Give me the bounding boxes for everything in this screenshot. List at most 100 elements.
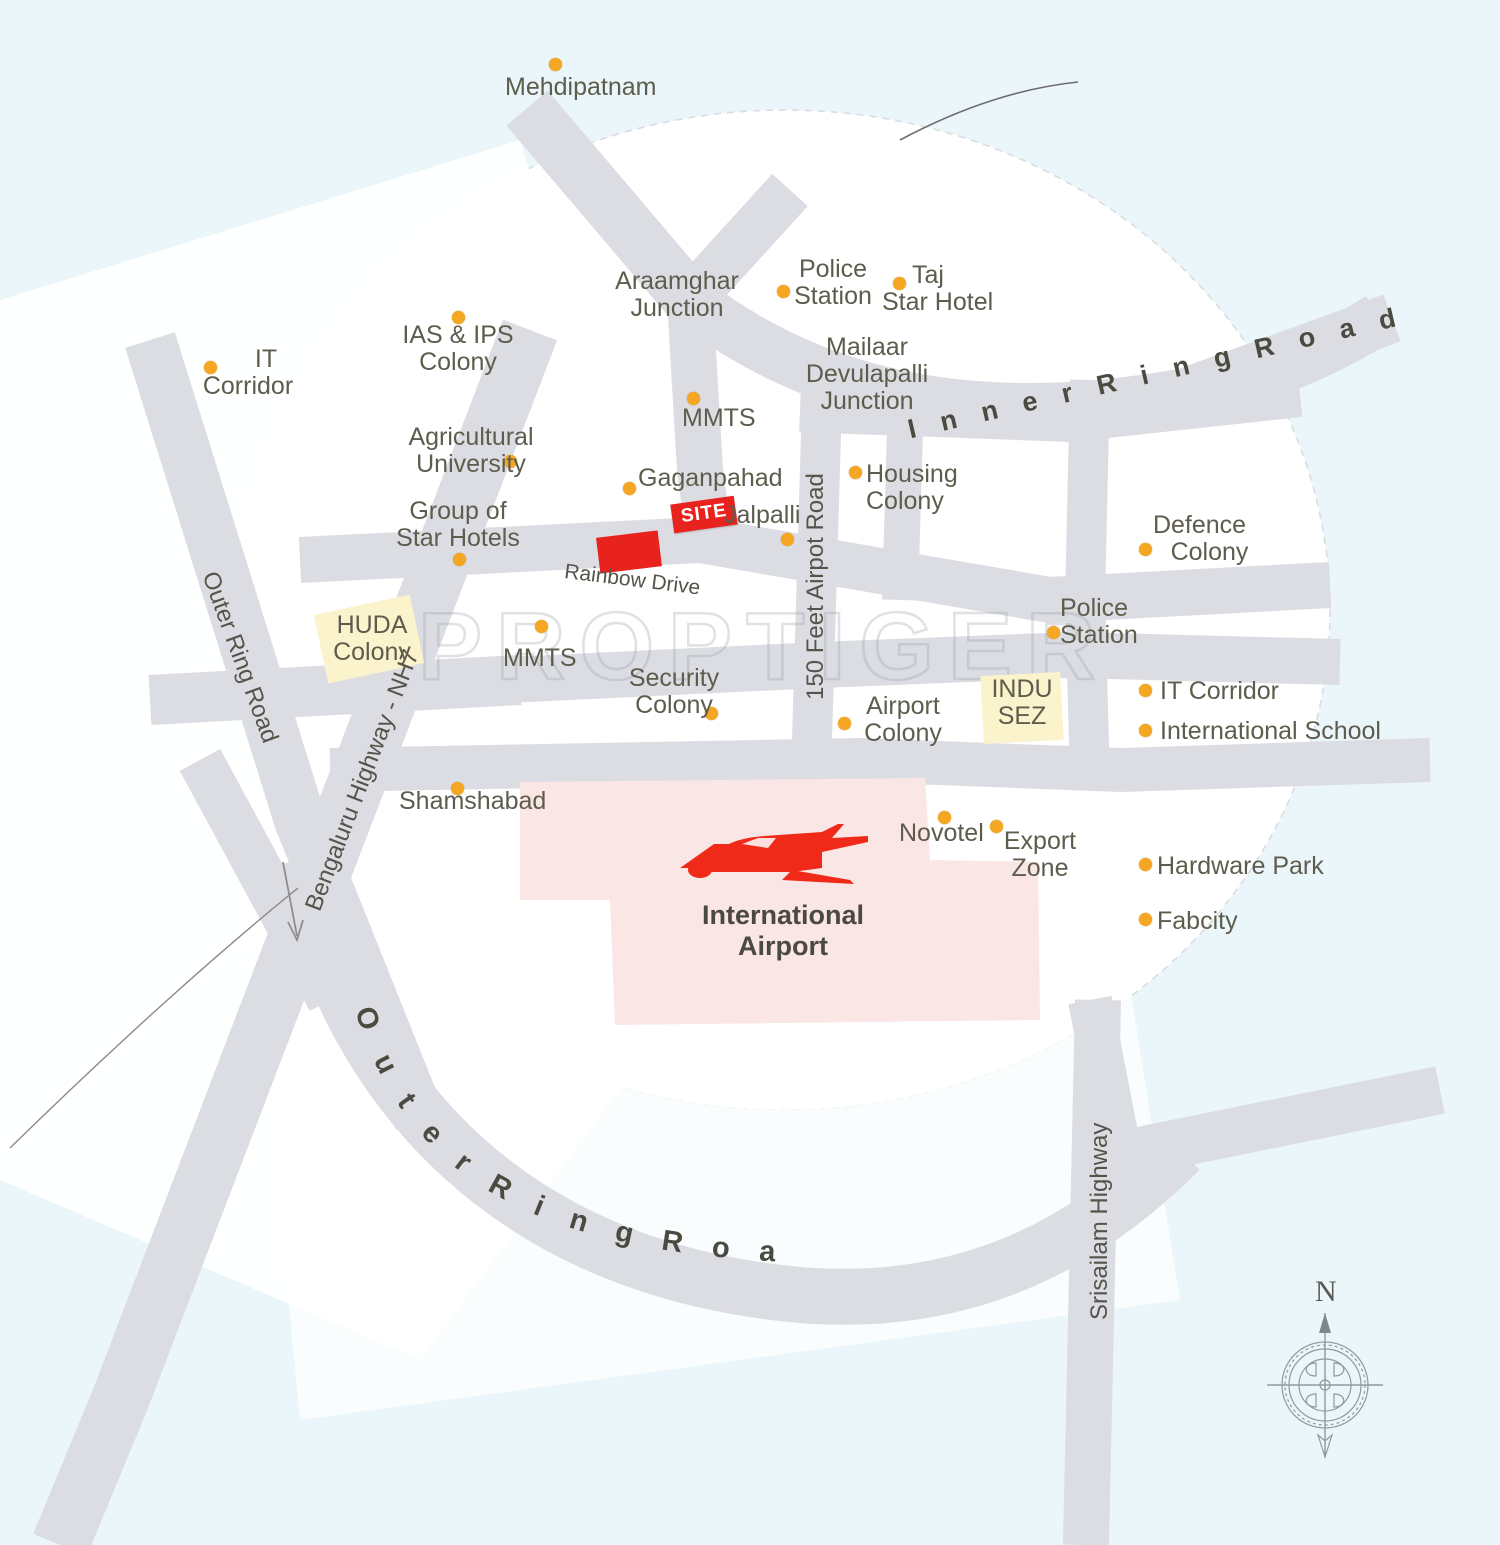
export-line1: Export: [1003, 827, 1077, 855]
police-east-line2: Station: [1060, 621, 1138, 649]
poi-dot-it-corridor-east[interactable]: [1139, 684, 1152, 697]
itw-line1: IT: [254, 345, 278, 373]
poi-dot-shamshabad[interactable]: [451, 782, 464, 795]
road-mehdipatnam-spur: [506, 90, 711, 318]
poi-label-mmts-north: MMTS: [682, 404, 756, 432]
export-line2: Zone: [1011, 854, 1069, 882]
airplane-icon: [680, 824, 868, 884]
poi-label-mmts-south: MMTS: [503, 644, 577, 672]
poi-dot-mmts-north[interactable]: [687, 392, 700, 405]
compass-north-label: N: [1315, 1275, 1337, 1308]
road-security-horizontal: [298, 631, 1341, 713]
police-east-line1: Police: [1060, 594, 1129, 622]
zone-indu-line1: INDU: [991, 675, 1053, 703]
zone-huda-line1: HUDA: [336, 611, 408, 639]
agri-line1: Agricultural: [408, 423, 534, 451]
poi-dot-police-station-east[interactable]: [1047, 626, 1060, 639]
poi-dot-fabcity[interactable]: [1139, 913, 1152, 926]
airportcol-line1: Airport: [866, 692, 940, 720]
poi-label-shamshabad: Shamshabad: [399, 787, 547, 815]
araamghar-line2: Junction: [630, 294, 724, 322]
poi-dot-airport-colony[interactable]: [838, 717, 851, 730]
poi-label-security-colony: Security Colony: [604, 665, 744, 719]
poi-dot-hardware-park[interactable]: [1139, 858, 1152, 871]
poi-label-export-zone: Export Zone: [990, 828, 1090, 882]
poi-dot-it-corridor-west[interactable]: [204, 361, 217, 374]
road-east-vertical: [1064, 379, 1110, 781]
poi-dot-mehdipatnam[interactable]: [549, 58, 562, 71]
compass-rose: [1267, 1313, 1383, 1459]
security-line2: Colony: [635, 691, 713, 719]
poi-label-group-of-star-hotels: Group of Star Hotels: [373, 498, 543, 552]
poi-label-defence-colony: Defence Colony: [1132, 512, 1267, 566]
poi-label-mailaar-devulapalli-junction: Mailaar Devulapalli Junction: [772, 334, 962, 415]
poi-label-gaganpahad: Gaganpahad: [638, 464, 783, 492]
decorative-curve-top-right: [899, 81, 1079, 141]
zone-huda-line2: Colony: [333, 638, 411, 666]
poi-label-fabcity: Fabcity: [1157, 907, 1238, 935]
poi-label-agricultural-university: Agricultural University: [381, 424, 561, 478]
poi-label-mehdipatnam: Mehdipatnam: [505, 73, 657, 101]
poi-dot-jalpalli[interactable]: [781, 533, 794, 546]
mailaar-line1: Mailaar: [826, 333, 908, 361]
road-lower-horizontal: [329, 737, 1431, 793]
poi-label-it-corridor-east: IT Corridor: [1160, 677, 1280, 705]
poi-label-ias-ips-colony: IAS & IPS Colony: [388, 322, 528, 376]
airport-footprint: [520, 778, 1040, 1025]
poi-label-hardware-park: Hardware Park: [1157, 852, 1324, 880]
poi-dot-international-school[interactable]: [1139, 724, 1152, 737]
poi-dot-police-station-north[interactable]: [777, 285, 790, 298]
poi-label-novotel: Novotel: [899, 819, 984, 847]
housing-line2: Colony: [866, 487, 944, 515]
decorative-curve-bottom-left: [9, 887, 299, 1149]
defence-line2: Colony: [1170, 538, 1249, 566]
road-housing-vertical: [882, 429, 923, 601]
poi-dot-taj-star-hotel[interactable]: [893, 277, 906, 290]
gsh-line1: Group of: [409, 497, 507, 525]
poi-dot-group-of-star-hotels[interactable]: [453, 553, 466, 566]
road-nh7-crossstub: [179, 749, 351, 1011]
ias-line1: IAS & IPS: [402, 321, 514, 349]
direction-arrow: [282, 861, 304, 943]
poi-dot-mmts-south[interactable]: [535, 620, 548, 633]
poi-dot-agricultural-university[interactable]: [504, 455, 517, 468]
gsh-line2: Star Hotels: [396, 524, 520, 552]
defence-line1: Defence: [1152, 511, 1247, 539]
poi-dot-defence-colony[interactable]: [1139, 543, 1152, 556]
poi-dot-security-colony[interactable]: [705, 707, 718, 720]
mailaar-line2: Devulapalli: [805, 360, 929, 388]
police-north-line1: Police: [798, 255, 868, 283]
poi-label-housing-colony: Housing Colony: [866, 461, 958, 515]
poi-label-police-station-north: Police Station: [793, 256, 873, 310]
security-line1: Security: [628, 664, 720, 692]
poi-dot-housing-colony[interactable]: [849, 466, 862, 479]
poi-label-it-corridor-west: IT Corridor: [188, 346, 308, 400]
road-outer-ring-bottom: [272, 854, 1200, 1325]
agri-line2: University: [416, 450, 526, 478]
poi-dot-export-zone[interactable]: [990, 820, 1003, 833]
poi-label-international-school: International School: [1160, 717, 1381, 745]
airport-label: International Airport: [658, 900, 908, 962]
airportcol-line2: Colony: [864, 719, 942, 747]
road-srisailam-east-branch: [1090, 1066, 1445, 1184]
itw-line2: Corridor: [202, 372, 294, 400]
mailaar-line3: Junction: [820, 387, 914, 415]
araamghar-line1: Araamghar: [615, 267, 739, 295]
ias-line2: Colony: [419, 348, 497, 376]
poi-dot-novotel[interactable]: [938, 811, 951, 824]
poi-label-police-station-east: Police Station: [1060, 595, 1138, 649]
poi-dot-gaganpahad[interactable]: [623, 482, 636, 495]
poi-label-jalpalli: Jalpalli: [724, 501, 801, 529]
housing-line1: Housing: [866, 460, 958, 488]
road-outer-ring-west-arm: [148, 655, 522, 725]
poi-dot-ias-ips-colony[interactable]: [452, 311, 465, 324]
zone-label-huda-colony: HUDA Colony: [312, 612, 432, 666]
poi-label-taj-star-hotel: Taj Star Hotel: [882, 262, 1032, 316]
police-north-line2: Station: [794, 282, 872, 310]
taj-line1: Taj: [912, 261, 944, 289]
zone-indu-line2: SEZ: [997, 702, 1047, 730]
airport-label-line2: Airport: [738, 931, 828, 961]
